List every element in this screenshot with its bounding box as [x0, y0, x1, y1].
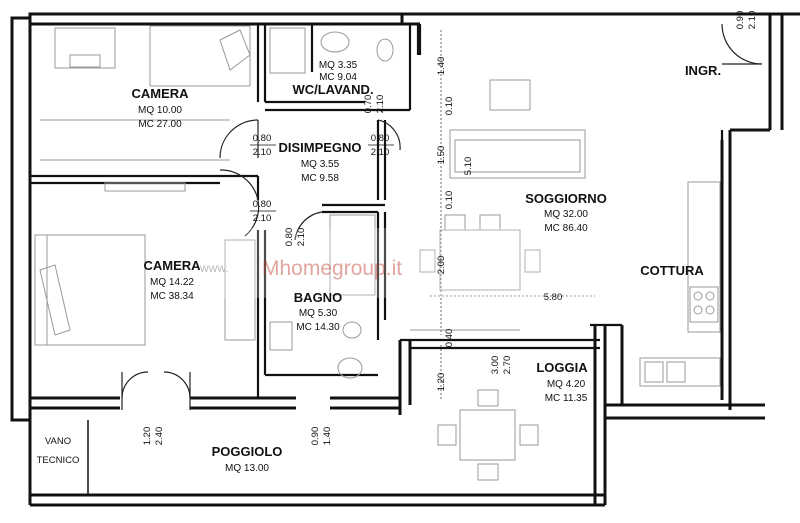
room-camera-2: CAMERA MQ 14.22 MC 38.34: [143, 258, 201, 302]
disimpegno-mc: MC 9.58: [301, 173, 339, 184]
internal-walls: [30, 24, 724, 398]
ingresso-name: INGR.: [685, 63, 721, 78]
wc-name: WC/LAVAND.: [292, 82, 373, 97]
bagno-name: BAGNO: [294, 290, 342, 305]
dim-080c: 0.80: [253, 199, 272, 210]
loggia-name: LOGGIA: [536, 360, 588, 375]
dim-120b: 1.20: [142, 427, 153, 446]
dim-top-210: 2.10: [747, 11, 758, 30]
dim-140: 1.40: [436, 57, 447, 76]
dim-300: 3.00: [490, 356, 501, 375]
dimension-labels: 0.80 2.10 0.80 2.10 0.80 2.10 5.80 0.90 …: [142, 11, 758, 446]
furniture: [34, 25, 721, 481]
wc-mq: MQ 3.35: [319, 60, 358, 71]
dim-010a: 0.10: [444, 97, 455, 116]
dim-210-wc: 2.10: [375, 95, 386, 114]
room-wc: MQ 3.35 MC 9.04 WC/LAVAND.: [292, 60, 373, 97]
camera-2-mc: MC 38.34: [150, 291, 194, 302]
loggia-mc: MC 11.35: [545, 393, 588, 404]
disimpegno-mq: MQ 3.55: [301, 159, 340, 170]
camera-2-name: CAMERA: [143, 258, 201, 273]
room-loggia: LOGGIA MQ 4.20 MC 11.35: [536, 360, 588, 404]
wc-mc: MC 9.04: [319, 72, 357, 83]
room-camera-1: CAMERA MQ 10.00 MC 27.00: [131, 86, 189, 130]
room-cottura: COTTURA: [640, 263, 704, 278]
walls: [10, 12, 800, 507]
dim-120a: 1.20: [436, 373, 447, 392]
room-ingresso: INGR.: [685, 63, 721, 78]
room-poggiolo: POGGIOLO MQ 13.00: [212, 444, 283, 474]
camera-1-mq: MQ 10.00: [138, 105, 182, 116]
dim-210a: 2.10: [253, 147, 272, 158]
dim-240: 2.40: [154, 427, 165, 446]
dim-040: 0.40: [444, 329, 455, 348]
room-disimpegno: DISIMPEGNO MQ 3.55 MC 9.58: [278, 140, 361, 184]
dim-090b: 0.90: [310, 427, 321, 446]
poggiolo-mq: MQ 13.00: [225, 463, 269, 474]
dim-150: 1.50: [436, 146, 447, 165]
soggiorno-mq: MQ 32.00: [544, 209, 588, 220]
dim-080b: 0.80: [371, 133, 390, 144]
poggiolo-name: POGGIOLO: [212, 444, 283, 459]
dim-210c: 2.10: [253, 213, 272, 224]
disimpegno-name: DISIMPEGNO: [278, 140, 361, 155]
dim-210d: 2.10: [296, 228, 307, 247]
dimension-lines: [430, 30, 595, 400]
dim-580: 5.80: [544, 292, 563, 303]
dim-010b: 0.10: [444, 191, 455, 210]
dim-140b: 1.40: [322, 427, 333, 446]
dim-070: 0.70: [363, 95, 374, 114]
camera-1-mc: MC 27.00: [138, 119, 182, 130]
room-bagno: BAGNO MQ 5.30 MC 14.30: [294, 290, 342, 333]
camera-2-mq: MQ 14.22: [150, 277, 194, 288]
bagno-mq: MQ 5.30: [299, 308, 338, 319]
watermark-prefix: www.: [199, 261, 229, 275]
room-vano-tecnico: VANO TECNICO: [37, 420, 89, 495]
bagno-mc: MC 14.30: [296, 322, 340, 333]
soggiorno-name: SOGGIORNO: [525, 191, 607, 206]
camera-1-name: CAMERA: [131, 86, 189, 101]
door-swings: [121, 23, 763, 410]
cottura-name: COTTURA: [640, 263, 704, 278]
vano-line1: VANO: [45, 436, 71, 447]
dim-080a: 0.80: [253, 133, 272, 144]
loggia-mq: MQ 4.20: [547, 379, 586, 390]
soggiorno-mc: MC 86.40: [544, 223, 588, 234]
dim-270: 2.70: [502, 356, 513, 375]
vano-line2: TECNICO: [37, 455, 80, 466]
dim-top-090: 0.90: [735, 11, 746, 30]
room-soggiorno: SOGGIORNO MQ 32.00 MC 86.40: [525, 191, 607, 234]
dim-200: 2.00: [436, 256, 447, 275]
dim-210b: 2.10: [371, 147, 390, 158]
dim-510: 5.10: [463, 157, 474, 176]
watermark-brand: Mhomegroup.it: [262, 257, 402, 280]
dim-080d: 0.80: [284, 228, 295, 247]
watermark: www. Mhomegroup.it: [199, 228, 595, 298]
